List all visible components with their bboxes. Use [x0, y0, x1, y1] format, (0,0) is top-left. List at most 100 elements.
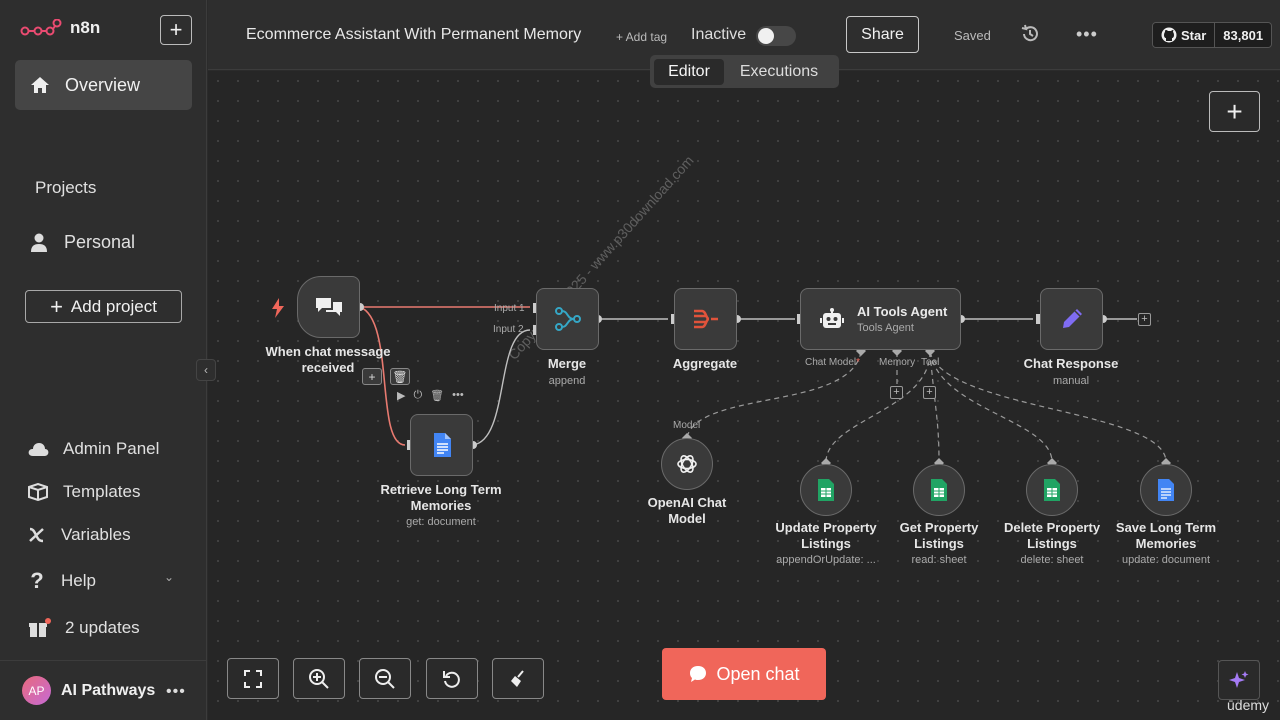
broom-icon — [511, 669, 524, 687]
open-chat-button[interactable]: Open chat — [662, 648, 826, 700]
sidebar: n8n + Overview Projects Personal + Add p… — [0, 0, 207, 720]
node-update-listings[interactable] — [800, 464, 852, 516]
node-label: Update Property Listings — [775, 520, 877, 551]
port-label: Model — [673, 420, 701, 431]
port-label: Input 2 — [493, 324, 524, 335]
node-label: Chat Response — [1023, 356, 1119, 371]
add-node-button[interactable]: + — [362, 368, 382, 385]
reset-zoom-button[interactable] — [426, 658, 478, 699]
node-subtitle: appendOrUpdate: ... — [776, 554, 876, 566]
zoom-in-icon — [309, 668, 329, 689]
fit-view-button[interactable] — [227, 658, 279, 699]
collapse-sidebar-button[interactable]: ‹ — [196, 359, 216, 381]
node-save-memories[interactable] — [1140, 464, 1192, 516]
sidebar-item-label: Personal — [64, 232, 136, 252]
github-star-button[interactable]: Star 83,801 — [1152, 22, 1273, 48]
n8n-logo[interactable]: n8n — [20, 18, 100, 38]
chat-bubbles-icon — [315, 298, 342, 316]
avatar: AP — [22, 676, 51, 705]
github-star: Star — [1153, 23, 1216, 47]
sidebar-item-label: Overview — [65, 74, 141, 95]
workflow-title[interactable]: Ecommerce Assistant With Permanent Memor… — [246, 26, 582, 43]
more-icon[interactable]: ••• — [452, 389, 464, 401]
node-delete-listings[interactable] — [1026, 464, 1078, 516]
google-docs-icon — [433, 433, 451, 457]
github-star-label: Star — [1181, 27, 1207, 43]
node-label: Aggregate — [672, 356, 738, 371]
help-icon: ? — [30, 568, 44, 593]
delete-node-button[interactable]: 🗑 — [390, 368, 410, 385]
node-toolbar: ▶ ⏻ 🗑 ••• — [397, 389, 464, 402]
projects-heading: Projects — [35, 178, 97, 197]
agent-title: AI Tools Agent — [857, 304, 948, 319]
tidy-up-button[interactable] — [492, 658, 544, 699]
user-name: AI Pathways — [61, 681, 156, 699]
active-toggle[interactable] — [756, 26, 796, 46]
node-chat-response[interactable] — [1040, 288, 1103, 350]
home-icon — [31, 77, 49, 93]
sidebar-item-variables[interactable]: Variables — [27, 525, 131, 545]
sidebar-item-help[interactable]: ? Help — [27, 568, 96, 594]
openai-icon — [677, 455, 697, 473]
add-memory-button[interactable]: + — [890, 386, 903, 399]
user-menu[interactable]: AP AI Pathways ••• — [0, 660, 207, 720]
share-button[interactable]: Share — [846, 16, 919, 53]
node-label: Save Long Term Memories — [1115, 520, 1217, 551]
node-subtitle: delete: sheet — [1020, 554, 1084, 566]
saved-status: Saved — [954, 28, 991, 43]
zoom-in-button[interactable] — [293, 658, 345, 699]
chevron-down-icon[interactable]: ⌄ — [164, 570, 175, 584]
google-sheets-icon — [818, 479, 834, 501]
play-icon[interactable]: ▶ — [397, 390, 406, 402]
node-ai-agent[interactable]: AI Tools Agent Tools Agent — [800, 288, 961, 350]
add-tool-button[interactable]: + — [923, 386, 936, 399]
ai-assistant-button[interactable] — [1218, 660, 1260, 700]
node-retrieve-memories[interactable] — [410, 414, 473, 476]
port-label: Input 1 — [494, 303, 525, 314]
workflow-canvas[interactable] — [208, 71, 1280, 720]
sidebar-item-admin-panel[interactable]: Admin Panel — [27, 439, 159, 459]
tab-executions[interactable]: Executions — [739, 62, 819, 80]
lightning-icon — [272, 298, 284, 318]
n8n-logo-icon — [20, 19, 62, 36]
sparkle-icon — [1229, 671, 1249, 688]
aggregate-icon — [693, 309, 718, 329]
zoom-out-icon — [375, 668, 395, 689]
sidebar-item-updates[interactable]: 2 updates — [27, 618, 140, 638]
cloud-icon — [28, 443, 49, 456]
zoom-out-button[interactable] — [359, 658, 411, 699]
more-options-icon[interactable]: ••• — [1076, 24, 1098, 44]
pencil-icon — [1062, 309, 1082, 328]
add-next-node-button[interactable]: + — [1138, 313, 1151, 326]
node-openai-chat-model[interactable] — [661, 438, 713, 490]
agent-text: AI Tools Agent Tools Agent — [857, 304, 947, 334]
more-icon[interactable]: ••• — [166, 683, 186, 700]
add-node-panel-button[interactable]: + — [1209, 91, 1260, 132]
node-label: Retrieve Long Term Memories — [380, 482, 502, 513]
add-project-button[interactable]: + Add project — [25, 290, 182, 323]
gift-icon — [29, 618, 51, 637]
open-chat-label: Open chat — [716, 663, 800, 684]
robot-icon — [820, 308, 844, 328]
node-subtitle: read: sheet — [911, 554, 967, 566]
port-chat-model: Chat Model* — [805, 357, 860, 368]
node-get-listings[interactable] — [913, 464, 965, 516]
history-icon[interactable] — [1020, 24, 1040, 49]
node-subtitle: append — [548, 375, 586, 387]
sidebar-item-templates[interactable]: Templates — [27, 482, 140, 502]
trash-icon[interactable]: 🗑 — [430, 390, 445, 402]
google-docs-icon — [1158, 479, 1174, 501]
add-tag-link[interactable]: + Add tag — [616, 30, 668, 44]
plus-icon: + — [50, 293, 63, 319]
view-tabs: Editor Executions — [650, 55, 839, 88]
node-merge[interactable] — [536, 288, 599, 350]
tab-editor[interactable]: Editor — [654, 58, 724, 85]
create-button[interactable]: + — [160, 15, 192, 45]
power-icon[interactable]: ⏻ — [413, 389, 423, 401]
node-chat-trigger[interactable] — [297, 276, 360, 338]
sidebar-item-overview[interactable]: Overview — [15, 60, 192, 110]
sidebar-item-label: Help — [61, 571, 96, 590]
node-aggregate[interactable] — [674, 288, 737, 350]
sidebar-item-personal[interactable]: Personal — [30, 232, 135, 253]
sidebar-item-label: Variables — [61, 525, 131, 544]
